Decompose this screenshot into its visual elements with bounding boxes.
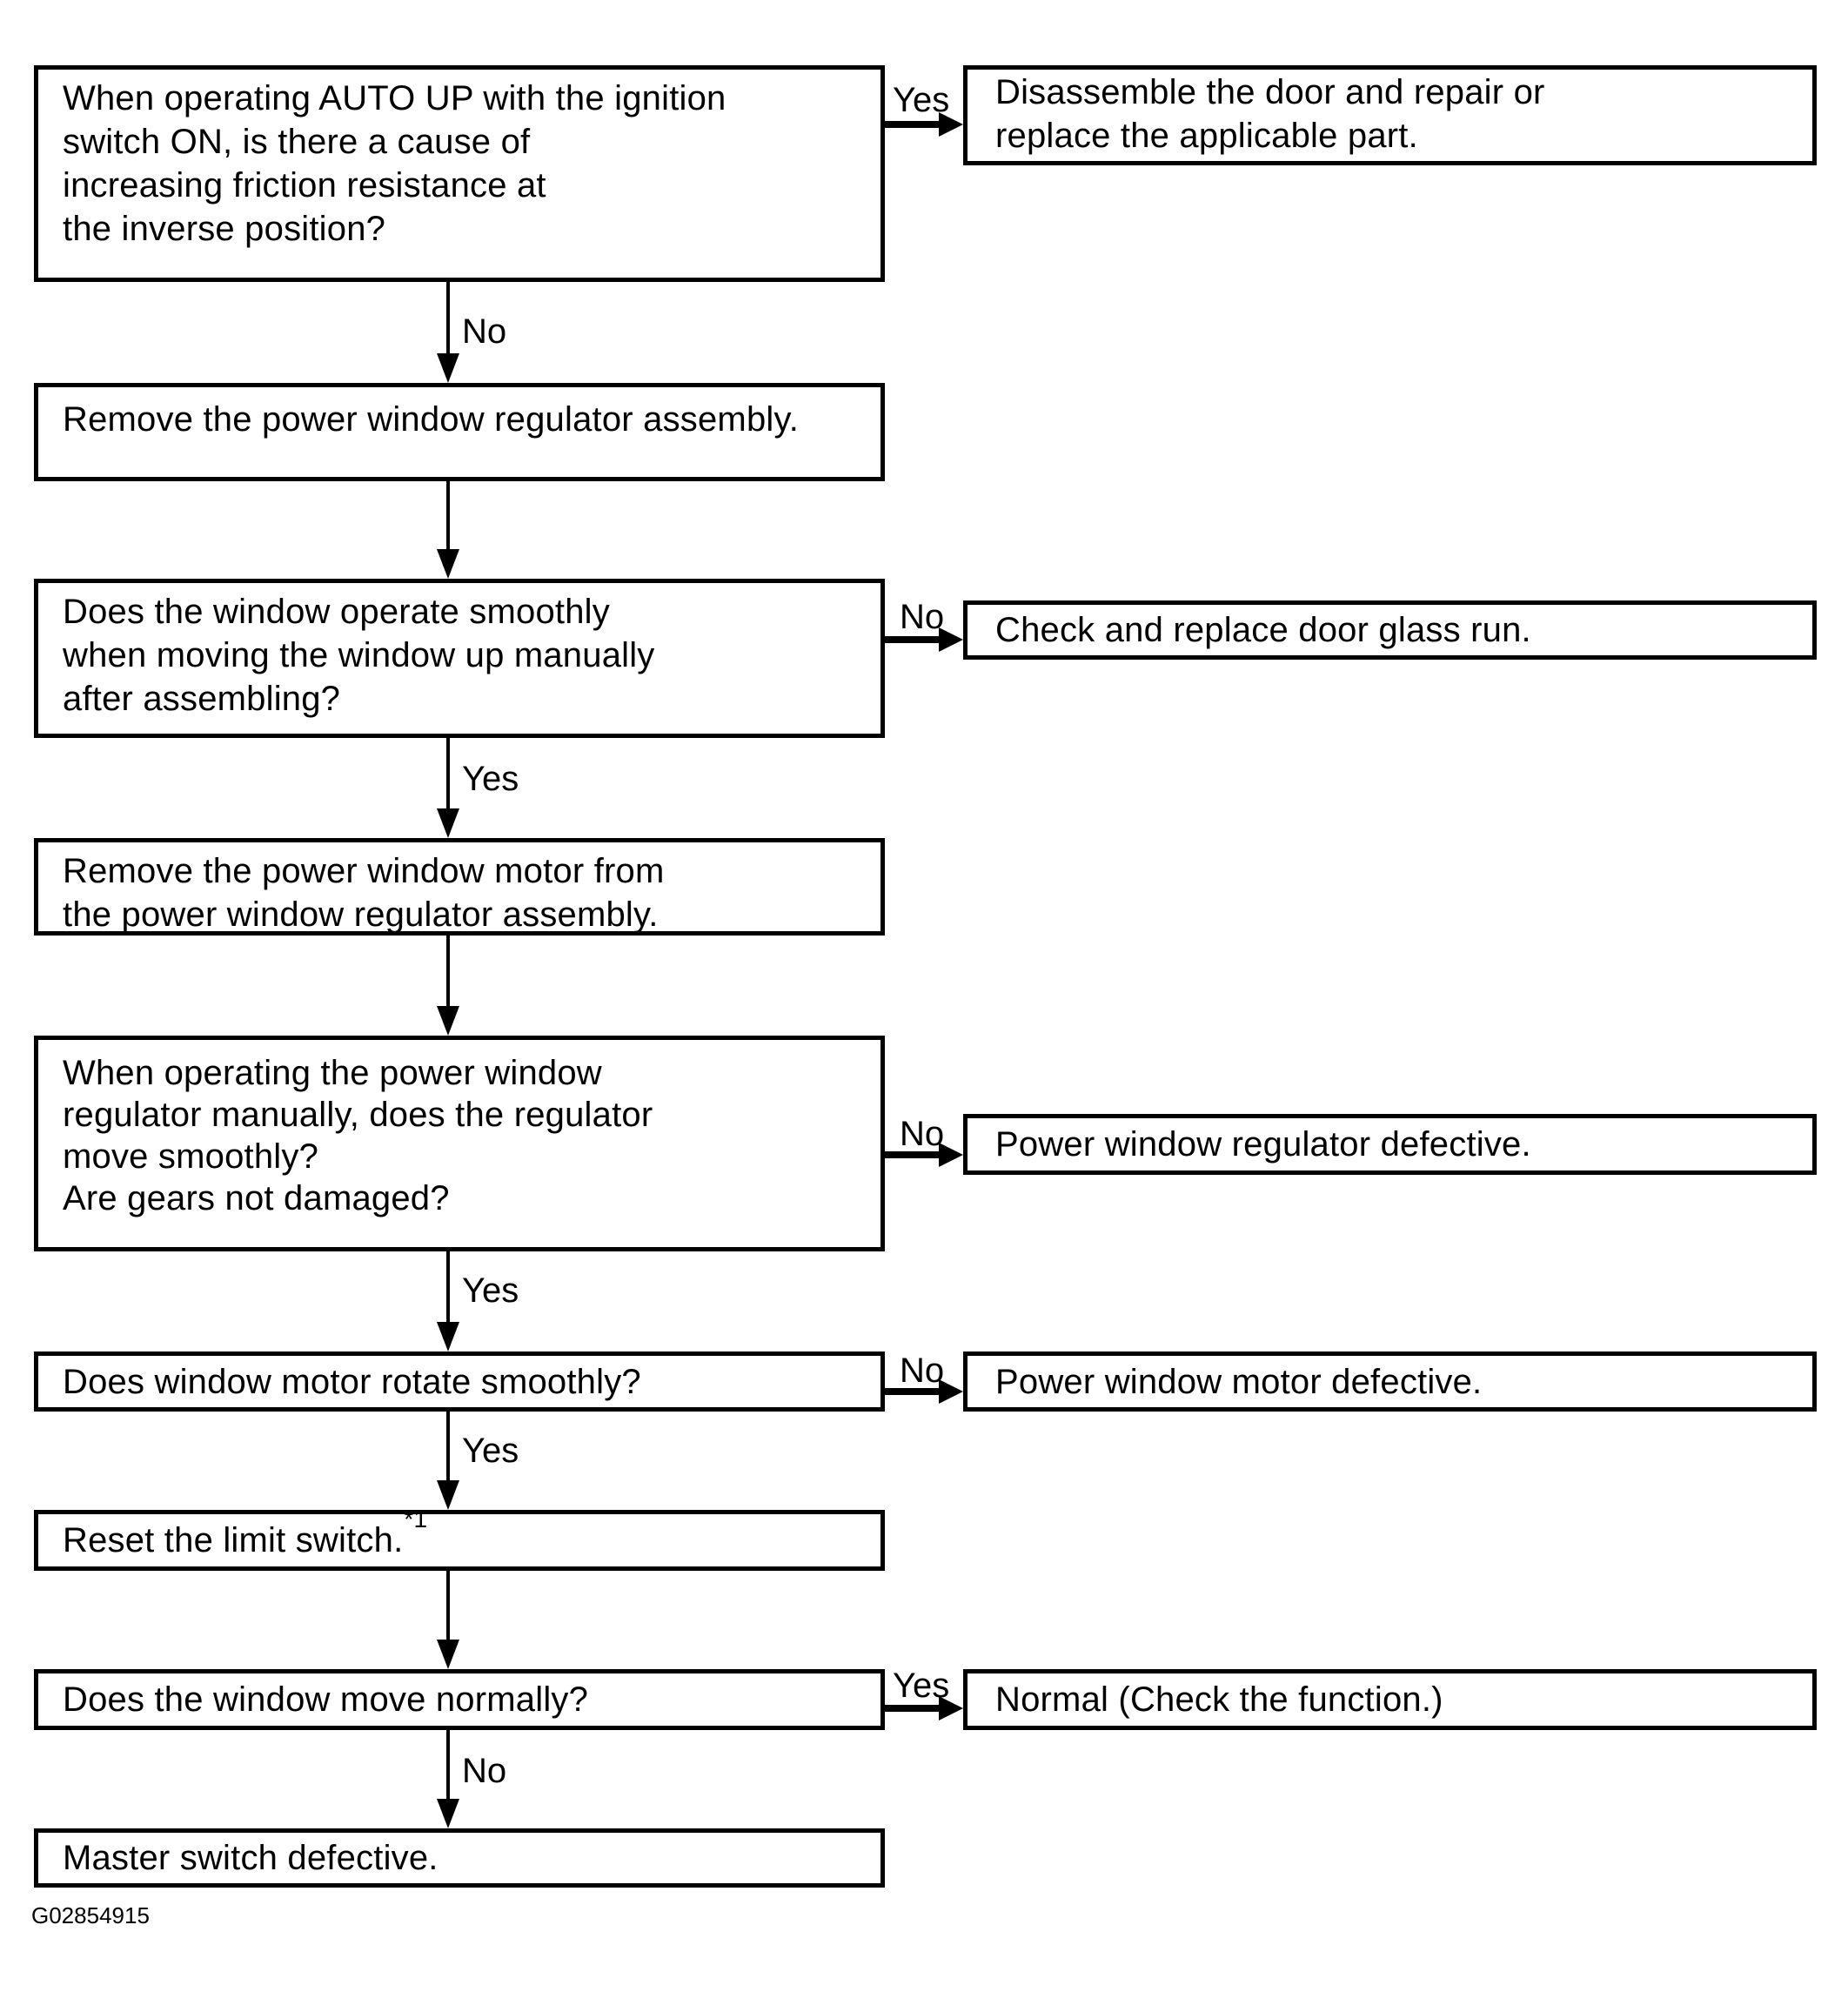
box-text-line: Does window motor rotate smoothly? bbox=[63, 1362, 641, 1401]
box-text-line: Disassemble the door and repair or bbox=[995, 73, 1545, 111]
down-arrow-line bbox=[446, 481, 450, 553]
box-text-line: when moving the window up manually bbox=[63, 636, 655, 674]
figure-code: G02854915 bbox=[31, 1902, 150, 1928]
down-arrow-line bbox=[446, 1571, 450, 1643]
right-arrow-head bbox=[939, 1143, 963, 1167]
down-arrow-line bbox=[446, 738, 450, 812]
right-arrow-line bbox=[885, 636, 941, 643]
decision-box-window-normal: Does the window move normally? bbox=[34, 1669, 885, 1730]
edge-label-yes: Yes bbox=[893, 1667, 950, 1705]
edge-label-no: No bbox=[462, 312, 507, 351]
right-arrow-head bbox=[939, 112, 963, 137]
process-box-reset-limit-switch: Reset the limit switch.*1 bbox=[34, 1506, 885, 1571]
result-box-check-glass-run: Check and replace door glass run. bbox=[963, 600, 1817, 660]
down-arrow-head bbox=[437, 1006, 459, 1036]
down-arrow-line bbox=[446, 1251, 450, 1325]
result-box-normal: Normal (Check the function.) bbox=[963, 1669, 1817, 1730]
reset-limit-switch-text: Reset the limit switch. bbox=[63, 1521, 404, 1559]
box-text-line: Master switch defective. bbox=[63, 1839, 439, 1877]
box-text-line: regulator manually, does the regulator bbox=[63, 1096, 653, 1134]
down-arrow-head bbox=[437, 353, 459, 383]
decision-box-auto-up: When operating AUTO UP with the ignition… bbox=[34, 65, 885, 282]
down-arrow-line bbox=[446, 1730, 450, 1802]
down-arrow-head bbox=[437, 1480, 459, 1510]
edge-label-no: No bbox=[900, 1115, 945, 1153]
box-text-line: replace the applicable part. bbox=[995, 117, 1418, 155]
box-text-line: When operating the power window bbox=[63, 1054, 602, 1092]
right-arrow-line bbox=[885, 1388, 941, 1395]
right-arrow-line bbox=[885, 1151, 941, 1158]
right-arrow-line bbox=[885, 121, 941, 128]
result-box-regulator-defective: Power window regulator defective. bbox=[963, 1114, 1817, 1175]
box-text-line: Does the window operate smoothly bbox=[63, 593, 610, 631]
box-text-line: Power window regulator defective. bbox=[995, 1125, 1531, 1164]
process-box-remove-regulator: Remove the power window regulator assemb… bbox=[34, 383, 885, 481]
down-arrow-head bbox=[437, 549, 459, 579]
edge-label-yes: Yes bbox=[462, 1271, 519, 1310]
box-text-line: Remove the power window regulator assemb… bbox=[63, 400, 800, 439]
box-text-line: Does the window move normally? bbox=[63, 1680, 589, 1719]
right-arrow-head bbox=[939, 627, 963, 652]
box-text-line: Reset the limit switch.*1 bbox=[63, 1506, 427, 1562]
box-text-line: Normal (Check the function.) bbox=[995, 1680, 1443, 1719]
right-arrow-head bbox=[939, 1379, 963, 1404]
down-arrow-line bbox=[446, 1412, 450, 1484]
box-text-line: Power window motor defective. bbox=[995, 1362, 1483, 1401]
box-text-line: switch ON, is there a cause of bbox=[63, 123, 531, 161]
down-arrow-line bbox=[446, 282, 450, 357]
box-text-line: Check and replace door glass run. bbox=[995, 611, 1531, 649]
decision-box-regulator-smooth: When operating the power window regulato… bbox=[34, 1036, 885, 1251]
box-text-line: When operating AUTO UP with the ignition bbox=[63, 79, 726, 117]
footnote-reference: *1 bbox=[404, 1505, 428, 1533]
edge-label-no: No bbox=[900, 598, 945, 636]
process-box-remove-motor: Remove the power window motor from the p… bbox=[34, 838, 885, 936]
box-text-line: move smoothly? bbox=[63, 1137, 319, 1176]
box-text-line: the inverse position? bbox=[63, 210, 386, 248]
result-box-master-switch-defective: Master switch defective. bbox=[34, 1828, 885, 1888]
down-arrow-head bbox=[437, 808, 459, 838]
down-arrow-head bbox=[437, 1799, 459, 1828]
box-text-line: Remove the power window motor from bbox=[63, 852, 665, 890]
decision-box-motor-rotate: Does window motor rotate smoothly? bbox=[34, 1351, 885, 1412]
result-box-disassemble-door: Disassemble the door and repair or repla… bbox=[963, 65, 1817, 165]
result-box-motor-defective: Power window motor defective. bbox=[963, 1351, 1817, 1412]
box-text-line: the power window regulator assembly. bbox=[63, 895, 659, 934]
box-text-line: increasing friction resistance at bbox=[63, 166, 546, 205]
box-text-line: after assembling? bbox=[63, 680, 341, 718]
right-arrow-line bbox=[885, 1705, 941, 1712]
edge-label-yes: Yes bbox=[462, 1432, 519, 1470]
box-text-line: Are gears not damaged? bbox=[63, 1179, 450, 1217]
down-arrow-line bbox=[446, 936, 450, 1009]
down-arrow-head bbox=[437, 1322, 459, 1351]
edge-label-no: No bbox=[462, 1752, 507, 1790]
edge-label-no: No bbox=[900, 1351, 945, 1390]
edge-label-yes: Yes bbox=[462, 760, 519, 798]
right-arrow-head bbox=[939, 1696, 963, 1720]
decision-box-window-smooth: Does the window operate smoothly when mo… bbox=[34, 579, 885, 738]
edge-label-yes: Yes bbox=[893, 81, 950, 119]
down-arrow-head bbox=[437, 1640, 459, 1669]
